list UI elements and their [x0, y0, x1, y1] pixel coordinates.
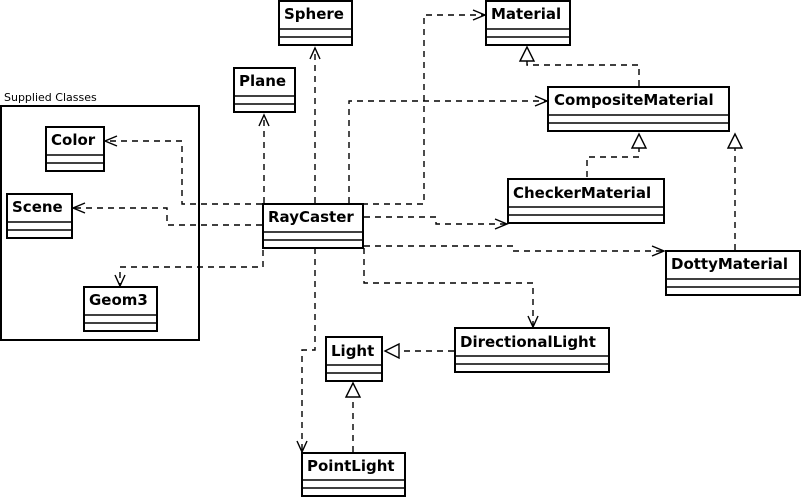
class-light[interactable]: Light — [325, 336, 383, 382]
classes: Sphere Material Plane CompositeMaterial … — [6, 0, 801, 497]
dependency-raycaster-sphere — [309, 46, 321, 203]
class-pointlight[interactable]: PointLight — [301, 452, 406, 497]
dependency-raycaster-pointlight — [296, 248, 316, 454]
dependency-raycaster-geom3 — [114, 250, 264, 288]
dependency-raycaster-plane — [258, 113, 270, 203]
class-compositematerial[interactable]: CompositeMaterial — [547, 86, 730, 132]
realization-compositematerial-material — [518, 45, 640, 86]
dependency-raycaster-dottymaterial — [364, 245, 666, 257]
class-material[interactable]: Material — [485, 0, 571, 46]
dependency-raycaster-color — [103, 135, 262, 205]
dependency-raycaster-checkermaterial — [364, 216, 509, 230]
package-label: Supplied Classes — [4, 91, 97, 104]
class-name-material: Material — [491, 5, 561, 23]
realization-dottymaterial-compositematerial — [726, 132, 744, 250]
class-name-scene: Scene — [12, 198, 63, 216]
class-name-pointlight: PointLight — [307, 457, 395, 475]
dependency-raycaster-material — [362, 9, 487, 205]
class-name-checkermaterial: CheckerMaterial — [513, 184, 651, 202]
class-name-sphere: Sphere — [284, 5, 344, 23]
class-raycaster[interactable]: RayCaster — [262, 203, 364, 249]
realization-pointlight-light — [344, 381, 362, 452]
class-dottymaterial[interactable]: DottyMaterial — [665, 250, 801, 296]
class-plane[interactable]: Plane — [233, 67, 296, 113]
class-scene[interactable]: Scene — [6, 193, 73, 239]
class-color[interactable]: Color — [45, 126, 105, 172]
class-sphere[interactable]: Sphere — [278, 0, 353, 46]
class-name-color: Color — [51, 131, 96, 149]
class-geom3[interactable]: Geom3 — [83, 286, 158, 332]
class-name-geom3: Geom3 — [89, 291, 148, 309]
realization-checkermaterial-compositematerial — [586, 132, 648, 177]
class-name-dottymaterial: DottyMaterial — [671, 255, 788, 273]
class-name-directionallight: DirectionalLight — [460, 333, 596, 351]
class-name-raycaster: RayCaster — [268, 208, 354, 226]
relationships — [71, 9, 744, 454]
class-checkermaterial[interactable]: CheckerMaterial — [507, 178, 665, 224]
class-name-light: Light — [331, 342, 374, 360]
realization-directionallight-light — [383, 342, 454, 360]
class-directionallight[interactable]: DirectionalLight — [454, 327, 610, 373]
package-supplied-classes: Supplied Classes — [0, 91, 200, 341]
class-name-plane: Plane — [239, 72, 286, 90]
dependency-raycaster-scene — [71, 202, 262, 226]
dependency-raycaster-directionallight — [363, 248, 539, 329]
class-name-compositematerial: CompositeMaterial — [554, 91, 714, 109]
package-frame — [0, 105, 200, 341]
